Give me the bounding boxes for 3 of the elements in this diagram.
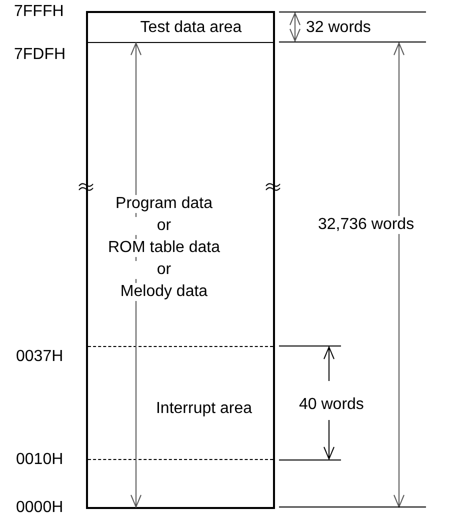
address-label: 0000H xyxy=(16,499,64,513)
dimension-label: 32,736 words xyxy=(318,216,414,234)
memory-area xyxy=(88,346,273,460)
